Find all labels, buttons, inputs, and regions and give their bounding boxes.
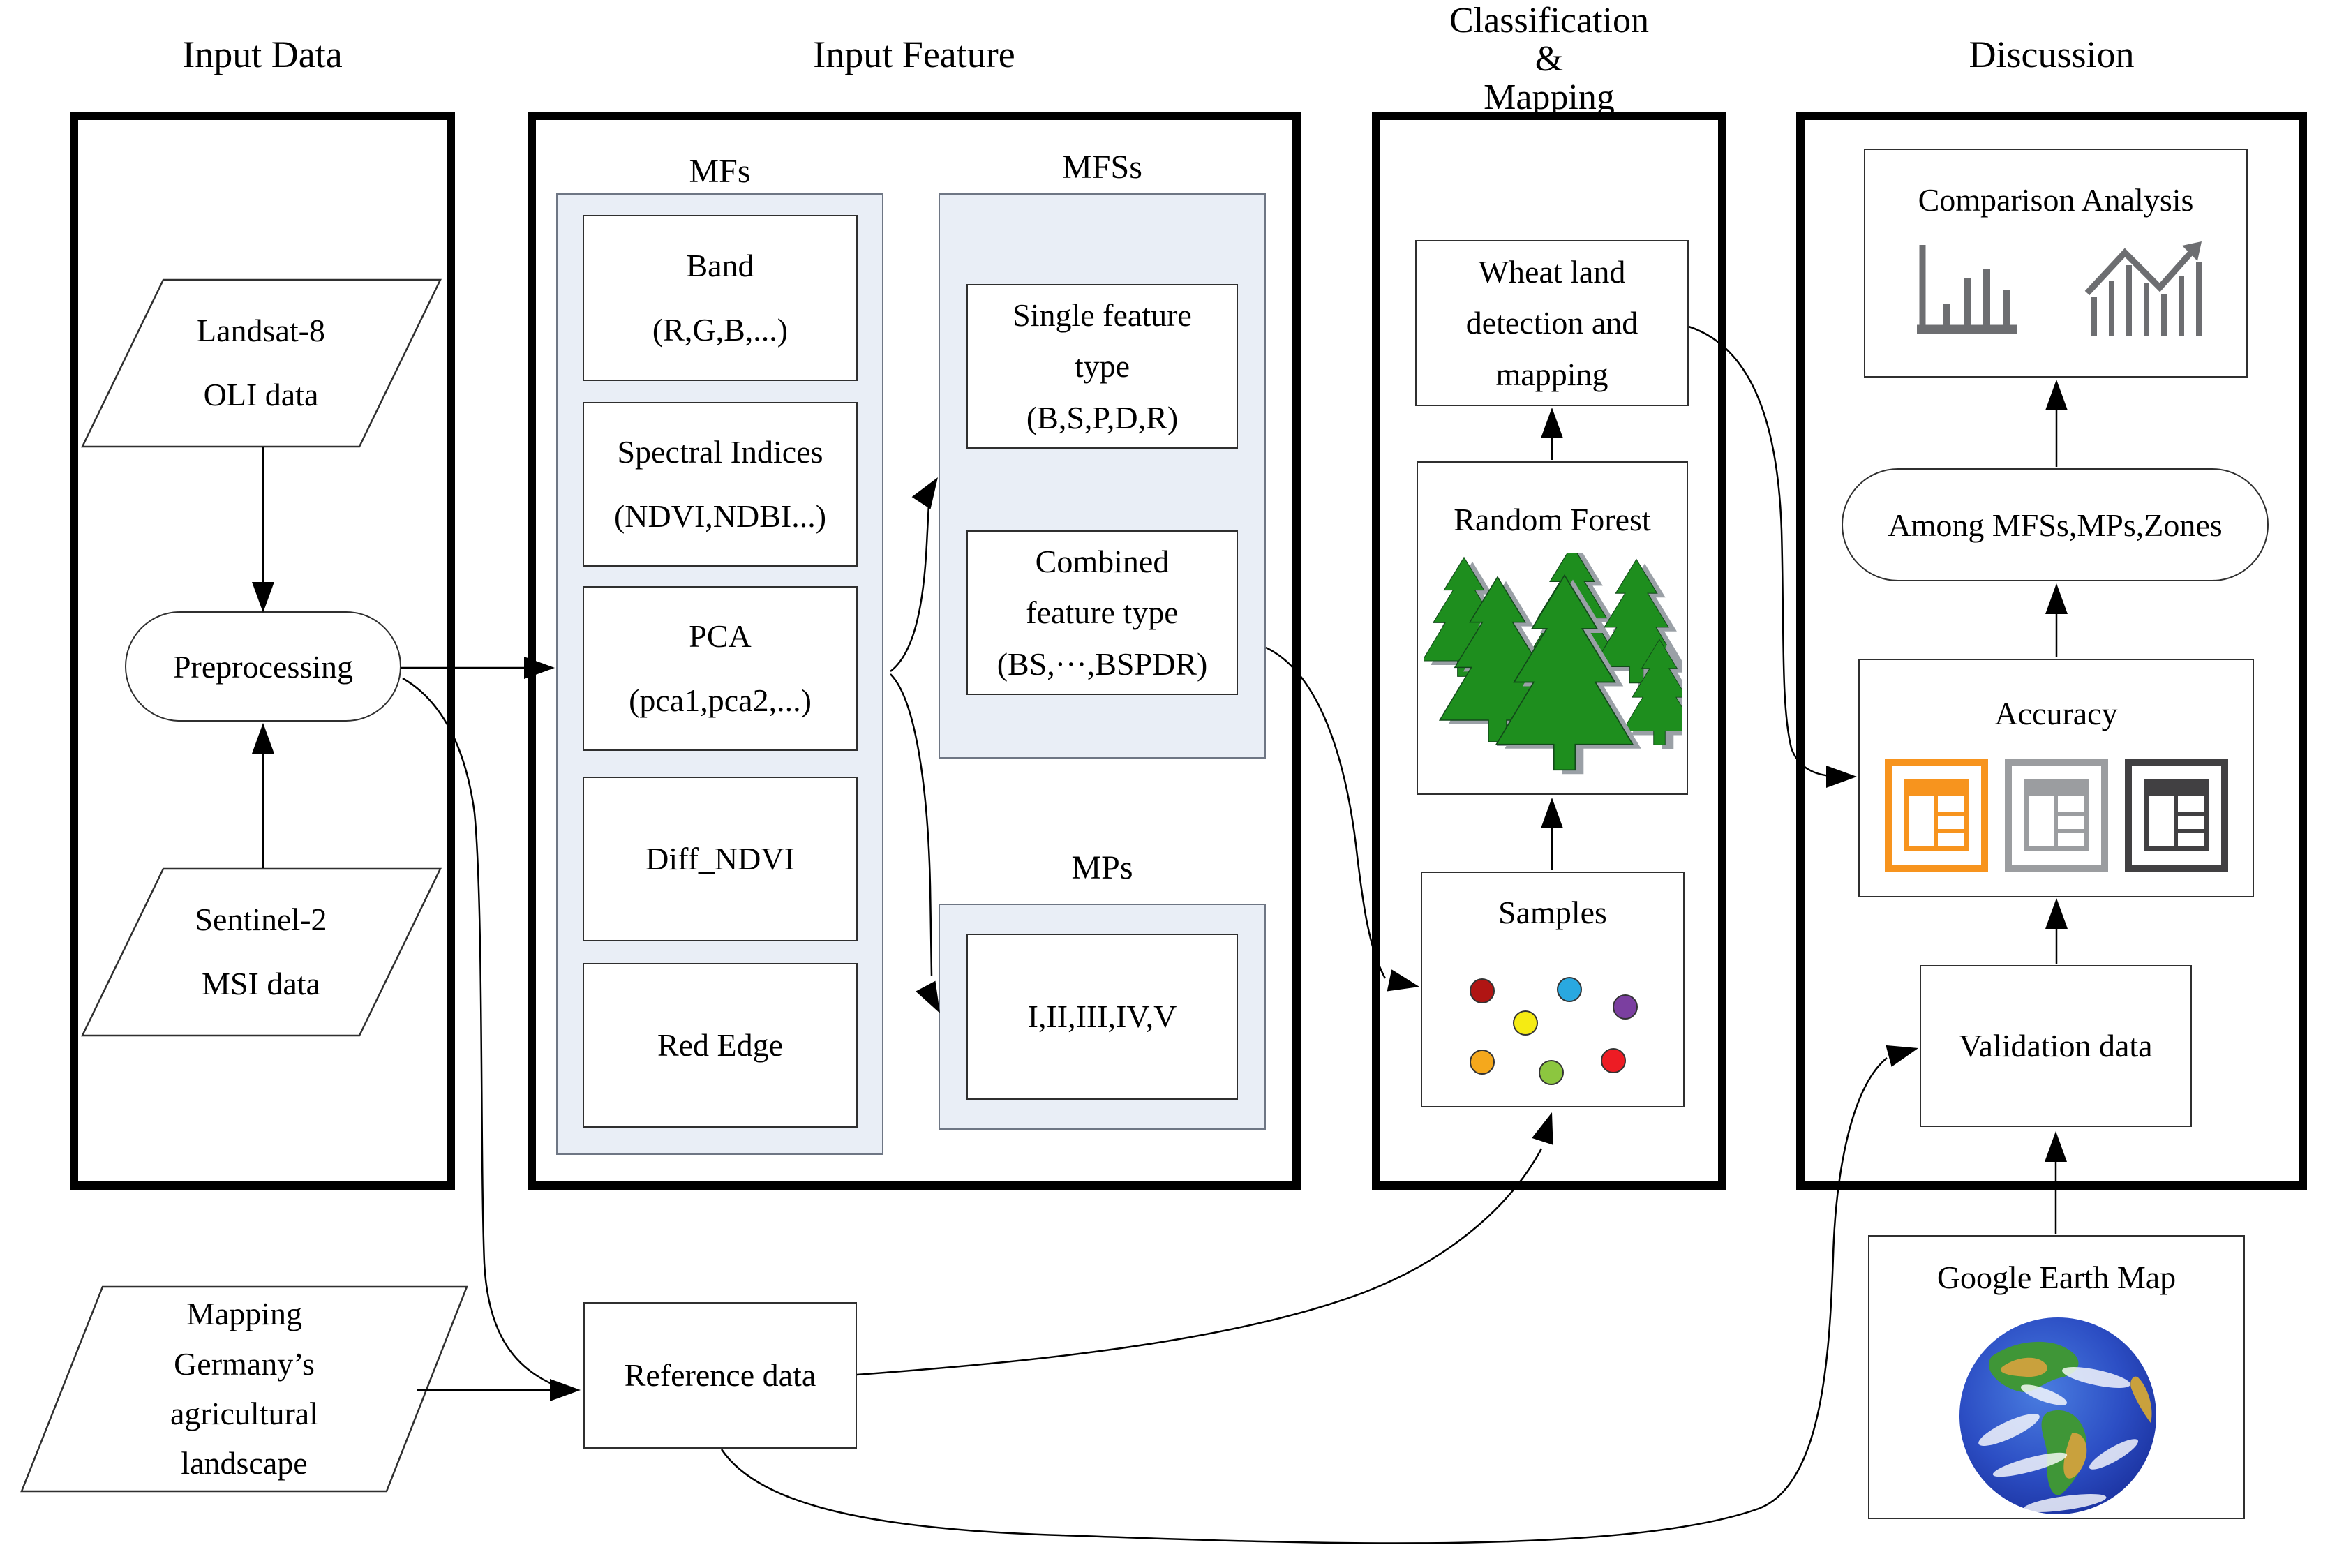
- trend-chart-icon: [2084, 241, 2202, 336]
- landsat-parallelogram-shape: [81, 278, 442, 448]
- band-node: Band (R,G,B,...): [583, 215, 858, 381]
- google-earth-map-node: Google Earth Map: [1868, 1235, 2245, 1519]
- preprocessing-node: Preprocessing: [125, 611, 401, 722]
- accuracy-table-icon-orange: [1884, 758, 1989, 873]
- sample-dot: [1470, 978, 1495, 1003]
- landsat-node: Landsat-8 OLI data: [197, 313, 325, 412]
- sample-dot: [1557, 977, 1582, 1002]
- forest-trees-icon: [1424, 553, 1682, 775]
- accuracy-label: Accuracy: [1994, 696, 2118, 731]
- red-edge-node: Red Edge: [583, 963, 858, 1128]
- samples-label: Samples: [1498, 895, 1607, 930]
- section-title-input-feature: Input Feature: [813, 33, 1015, 75]
- random-forest-node: Random Forest: [1417, 461, 1688, 795]
- comparison-analysis-label: Comparison Analysis: [1918, 182, 2194, 218]
- accuracy-node: Accuracy: [1858, 659, 2254, 897]
- mfss-group-label: MFSs: [1062, 149, 1142, 186]
- earth-globe-image: [1959, 1317, 2156, 1514]
- mapping-germany-parallelogram-shape: [20, 1285, 468, 1493]
- mapping-germany-node: Mapping Germany’s agricultural landscape: [170, 1296, 318, 1481]
- pca-node: PCA (pca1,pca2,...): [583, 586, 858, 751]
- comparison-analysis-node: Comparison Analysis: [1864, 149, 2248, 378]
- sample-dot: [1470, 1050, 1495, 1075]
- sentinel-node: Sentinel-2 MSI data: [195, 902, 327, 1001]
- samples-node: Samples: [1421, 872, 1685, 1107]
- combined-feature-type-node: Combined feature type (BS,···,BSPDR): [966, 530, 1238, 695]
- spectral-indices-node: Spectral Indices (NDVI,NDBI...): [583, 402, 858, 567]
- accuracy-table-icon-dark: [2124, 758, 2229, 873]
- sample-dot: [1601, 1048, 1626, 1073]
- section-title-input-data: Input Data: [182, 33, 343, 75]
- validation-data-node: Validation data: [1920, 965, 2192, 1127]
- single-feature-type-node: Single feature type (B,S,P,D,R): [966, 284, 1238, 449]
- mfs-group-label: MFs: [689, 153, 751, 190]
- sample-dot: [1613, 994, 1638, 1020]
- reference-data-node: Reference data: [583, 1302, 857, 1449]
- section-title-classification-mapping: Classification & Mapping: [1449, 1, 1649, 118]
- sentinel-parallelogram-shape: [81, 867, 442, 1037]
- google-earth-map-label: Google Earth Map: [1936, 1260, 2177, 1295]
- diff-ndvi-node: Diff_NDVI: [583, 777, 858, 941]
- sample-dot: [1513, 1010, 1538, 1036]
- bar-chart-icon: [1917, 245, 2017, 334]
- mps-items-node: I,II,III,IV,V: [966, 934, 1238, 1100]
- section-title-discussion: Discussion: [1969, 33, 2135, 75]
- wheat-land-node: Wheat land detection and mapping: [1415, 240, 1689, 406]
- random-forest-label: Random Forest: [1454, 502, 1651, 537]
- accuracy-table-icon-gray: [2004, 758, 2109, 873]
- among-mfss-mps-zones-node: Among MFSs,MPs,Zones: [1842, 468, 2269, 581]
- mps-group-label: MPs: [1071, 849, 1133, 886]
- sample-dot: [1539, 1060, 1564, 1085]
